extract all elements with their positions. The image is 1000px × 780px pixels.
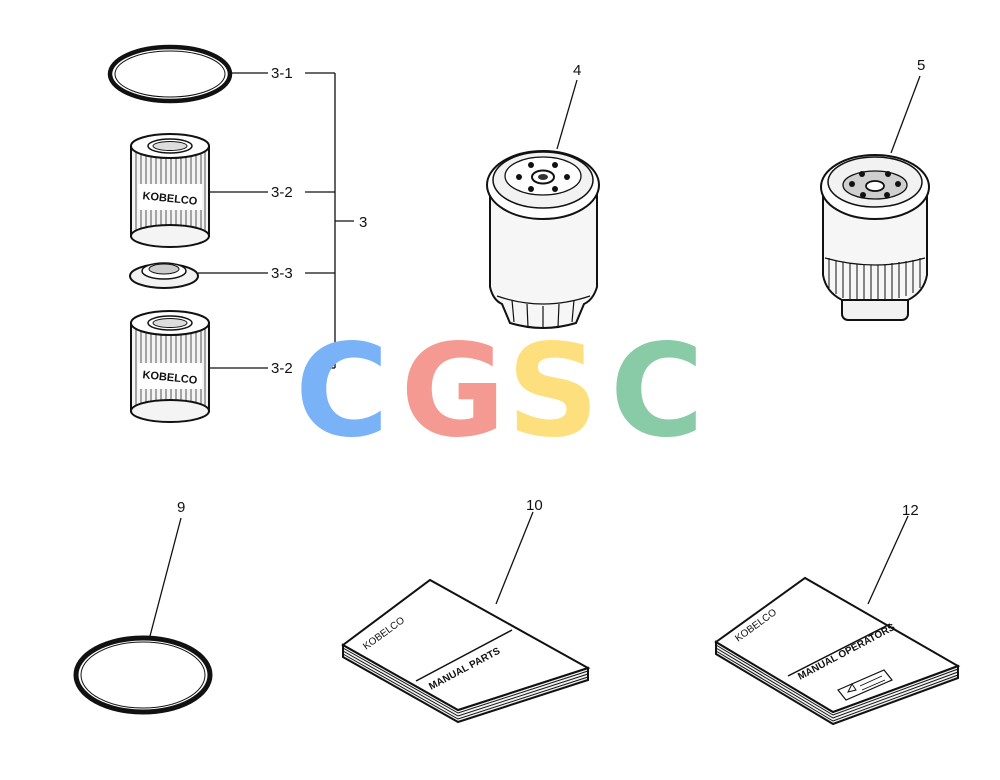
watermark-letter-g: G	[400, 317, 505, 466]
callout-3-1: 3-1	[271, 65, 293, 82]
filter-brand-label: KOBELCO	[142, 190, 198, 208]
callout-3: 3	[359, 214, 367, 231]
callout-3-3: 3-3	[271, 265, 293, 282]
spacer-ring-3-3	[129, 262, 199, 289]
callout-9: 9	[177, 499, 185, 516]
callout-10: 10	[526, 497, 543, 514]
callout-12: 12	[902, 502, 919, 519]
callout-4: 4	[573, 62, 581, 79]
callout-3-2-upper: 3-2	[271, 184, 293, 201]
callout-3-2-lower: 3-2	[271, 360, 293, 377]
parts-manual-10: KOBELCO MANUAL PARTS	[341, 511, 591, 724]
filter-brand-label: KOBELCO	[142, 369, 198, 387]
watermark-letter-s: S	[507, 317, 599, 466]
element-filter-lower: KOBELCO	[130, 310, 210, 423]
operators-manual-12: KOBELCO MANUAL OPERATORS	[714, 515, 961, 726]
fuel-filter-5	[820, 75, 930, 321]
watermark-letter-c1: C	[295, 317, 389, 466]
o-ring-9	[73, 517, 213, 715]
cgsc-watermark: C G S C	[295, 317, 704, 466]
watermark-letter-c2: C	[610, 317, 704, 466]
callout-5: 5	[917, 57, 925, 74]
o-ring-3-1	[107, 44, 233, 104]
element-filter-upper: KOBELCO	[130, 133, 210, 248]
assembly-bracket-3	[198, 72, 354, 369]
oil-filter-4	[486, 79, 600, 329]
warning-label-icon	[837, 669, 893, 701]
